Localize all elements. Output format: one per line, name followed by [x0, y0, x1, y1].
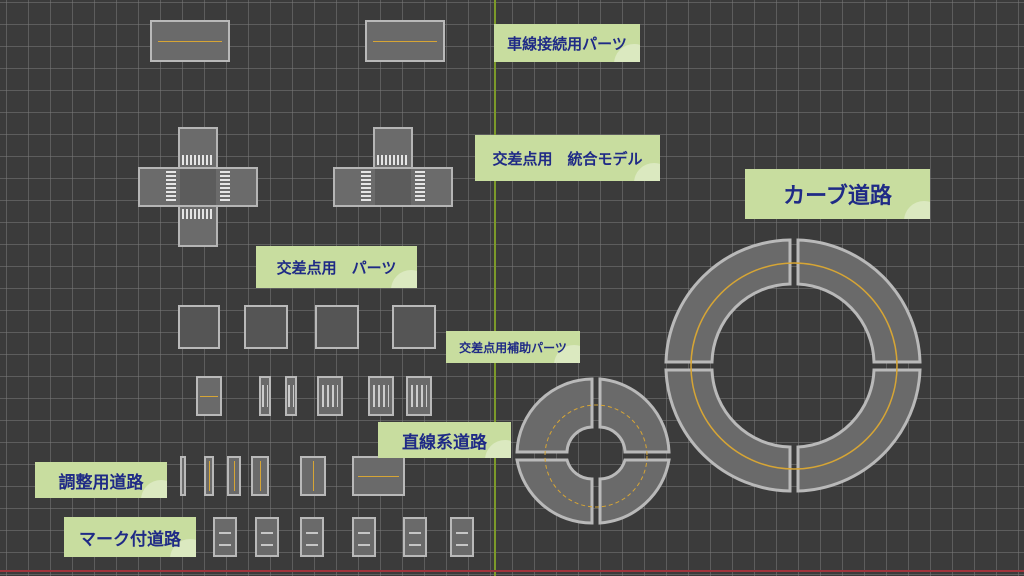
y-axis-line: [494, 0, 496, 576]
adjustment-road-part[interactable]: [180, 456, 186, 496]
adjustment-road-part[interactable]: [251, 456, 269, 496]
intersection-aux-part[interactable]: [317, 376, 343, 416]
curve-road-piece: [664, 368, 792, 493]
label-intersection-integrated: 交差点用 統合モデル: [475, 135, 660, 181]
large-curve-ring: [664, 238, 922, 493]
intersection-part[interactable]: [315, 305, 359, 349]
curve-road-piece: [515, 458, 594, 525]
intersection-aux-part[interactable]: [285, 376, 297, 416]
intersection-part[interactable]: [244, 305, 288, 349]
adjustment-road-part[interactable]: [204, 456, 214, 496]
adjustment-road-part[interactable]: [227, 456, 241, 496]
intersection-model[interactable]: [138, 127, 258, 247]
marked-road-part[interactable]: [403, 517, 427, 557]
marked-road-part[interactable]: [255, 517, 279, 557]
marked-road-part[interactable]: [352, 517, 376, 557]
lane-connection-part[interactable]: [150, 20, 230, 62]
label-straight-road: 直線系道路: [378, 422, 511, 458]
label-curve-road: カーブ道路: [745, 169, 930, 219]
intersection-part[interactable]: [178, 305, 220, 349]
label-intersection-aux: 交差点用補助パーツ: [446, 331, 580, 363]
curve-road-piece: [664, 238, 792, 364]
label-adjustment-road: 調整用道路: [35, 462, 167, 498]
intersection-model[interactable]: [333, 127, 453, 207]
curve-road-piece: [796, 368, 922, 493]
label-marked-road: マーク付道路: [64, 517, 196, 557]
x-axis-line: [0, 570, 1024, 572]
curve-road-piece: [796, 238, 922, 364]
intersection-aux-part[interactable]: [368, 376, 394, 416]
lane-connection-part[interactable]: [365, 20, 445, 62]
marked-road-part[interactable]: [300, 517, 324, 557]
intersection-aux-part[interactable]: [406, 376, 432, 416]
curve-road-piece: [515, 377, 594, 454]
label-intersection-parts: 交差点用 パーツ: [256, 246, 417, 288]
marked-road-part[interactable]: [450, 517, 474, 557]
marked-road-part[interactable]: [213, 517, 237, 557]
straight-road-part[interactable]: [300, 456, 326, 496]
small-curve-ring: [515, 377, 671, 525]
intersection-part[interactable]: [392, 305, 436, 349]
curve-road-piece: [598, 458, 671, 525]
intersection-aux-part[interactable]: [259, 376, 271, 416]
curve-road-piece: [598, 377, 671, 454]
intersection-aux-part[interactable]: [196, 376, 222, 416]
label-lane-connection: 車線接続用パーツ: [494, 24, 640, 62]
